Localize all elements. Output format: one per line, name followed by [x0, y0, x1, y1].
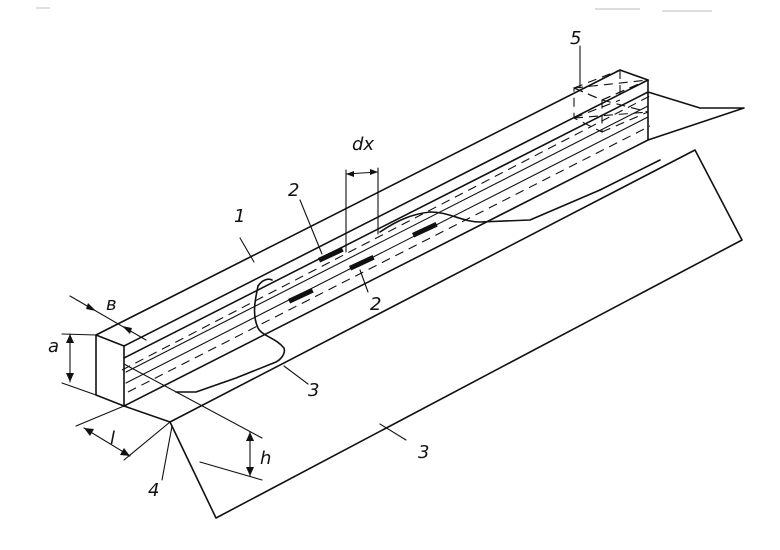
- slot-b: [349, 255, 375, 271]
- label-plate: 3: [418, 442, 429, 463]
- centre-lines: [121, 95, 651, 393]
- waveguide-body: [95, 69, 745, 423]
- scan-marks: [36, 7, 712, 12]
- label-slot-upper: 2: [288, 180, 299, 201]
- slot-c: [288, 288, 314, 304]
- label-b: в: [106, 294, 117, 315]
- slots: [288, 222, 438, 304]
- label-end-box: 5: [570, 28, 581, 49]
- ground-plate: [169, 149, 743, 519]
- slot-d: [412, 222, 438, 238]
- label-wall-inner: 3: [308, 380, 319, 401]
- dimension-l: [75, 405, 171, 461]
- dimension-dx: [345, 167, 379, 253]
- label-top-surface: 1: [234, 206, 245, 227]
- label-edge: 4: [148, 480, 159, 501]
- dimension-h: [123, 363, 263, 481]
- label-dx: dx: [352, 134, 374, 155]
- label-a: a: [48, 336, 59, 357]
- cutaway-wall: [175, 159, 661, 393]
- label-l: l: [110, 428, 115, 449]
- end-box: [572, 69, 650, 133]
- labels: 1 2 2 3 3 4 5 dx в a l h: [48, 28, 581, 501]
- dimension-a: [61, 333, 97, 396]
- label-slot-lower: 2: [370, 294, 381, 315]
- label-h: h: [260, 448, 271, 469]
- dimension-b: [69, 295, 147, 341]
- slot-a: [318, 247, 344, 263]
- leader-lines: [161, 45, 581, 481]
